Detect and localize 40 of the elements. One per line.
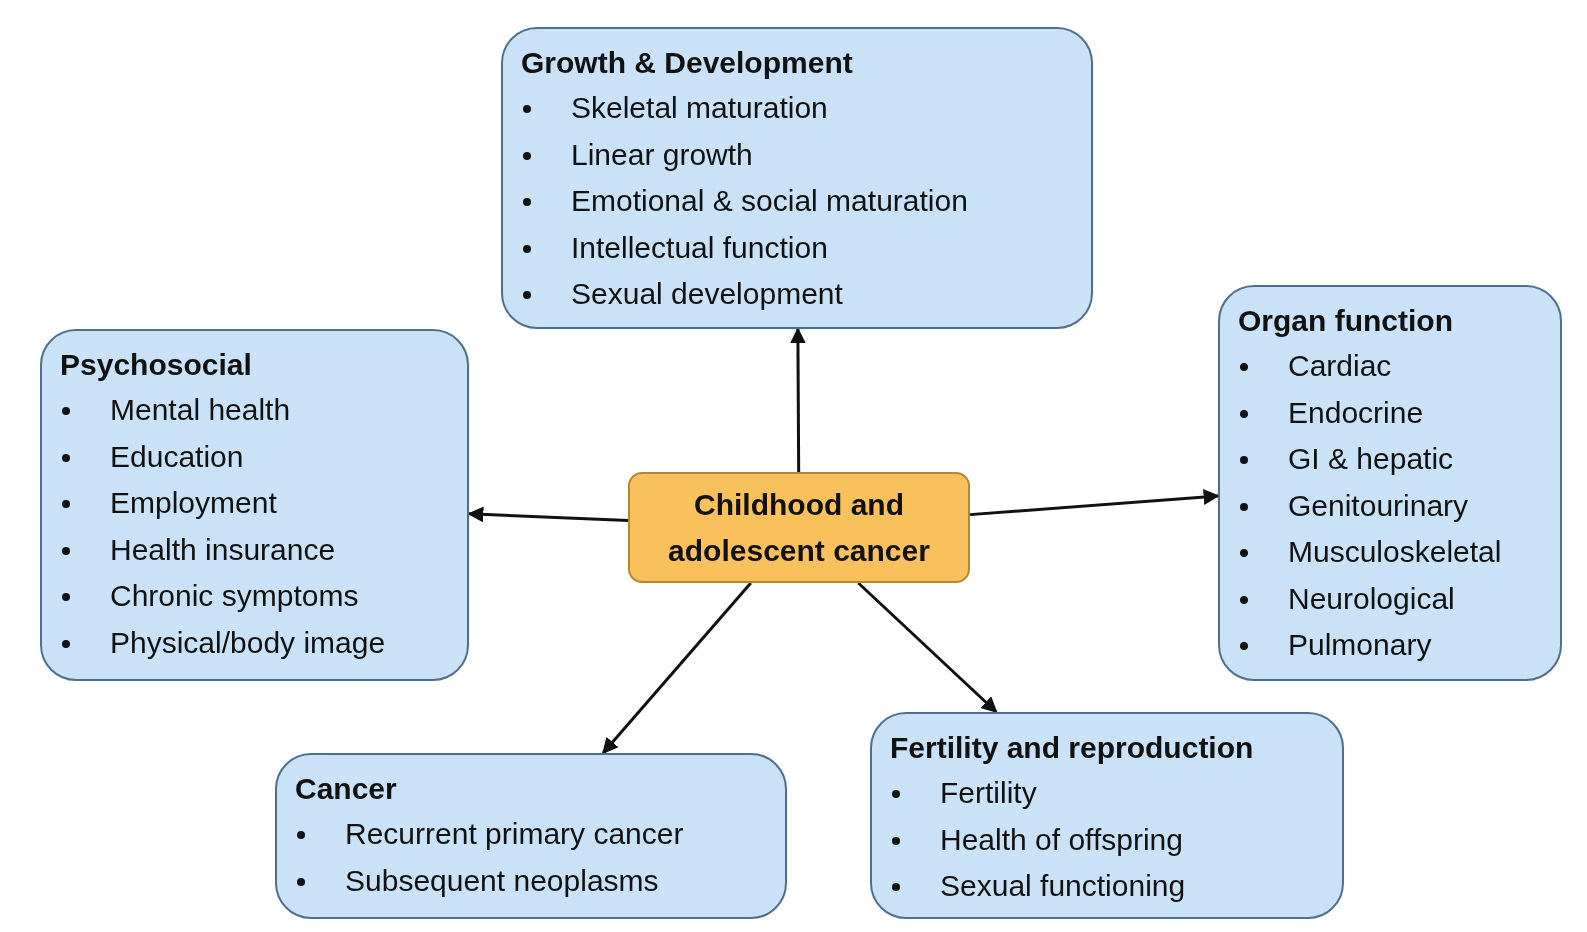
list-item: Emotional & social maturation (571, 184, 968, 217)
heading: Growth & Development (521, 45, 854, 81)
arrow (857, 581, 998, 714)
arrow (789, 327, 806, 472)
category-box (40, 329, 469, 681)
list-item: Sexual development (571, 277, 843, 310)
list-item: Employment (110, 486, 277, 519)
list-item: GI & hepatic (1288, 442, 1454, 475)
category-box (275, 753, 787, 919)
list-item: Sexual functioning (940, 869, 1186, 902)
list-item: Intellectual function (571, 230, 828, 264)
list-item: Cardiac (1288, 349, 1392, 382)
center-box (628, 472, 970, 583)
list-item: Neurological (1288, 581, 1455, 615)
list-item: Health of offspring (940, 822, 1183, 856)
category-box (501, 27, 1093, 329)
arrow (601, 582, 752, 755)
list-item: Genitourinary (1288, 488, 1469, 522)
list-item: Pulmonary (1288, 628, 1432, 661)
list-item: Linear growth (571, 137, 753, 171)
heading: Childhood and adolescent cancer (667, 486, 931, 569)
list-item: Recurrent primary cancer (345, 817, 684, 850)
category-box (1218, 285, 1562, 681)
list-item: Musculoskeletal (1288, 535, 1502, 568)
list-item: Skeletal maturation (571, 91, 828, 124)
list-item: Chronic symptoms (110, 579, 359, 612)
list-item: Education (110, 439, 244, 473)
list-item: Endocrine (1288, 395, 1424, 429)
list-item: Subsequent neoplasms (345, 863, 659, 897)
heading: Organ function (1238, 303, 1454, 339)
heading: Fertility and reproduction (890, 730, 1255, 766)
arrow (969, 489, 1220, 517)
category-box (870, 712, 1344, 919)
list-item: Health insurance (110, 532, 336, 566)
heading: Psychosocial (60, 347, 253, 383)
list-item: Physical/body image (110, 625, 386, 659)
list-item: Fertility (940, 776, 1037, 809)
arrow (467, 506, 629, 523)
list-item: Mental health (110, 393, 291, 426)
heading: Cancer (295, 771, 398, 807)
